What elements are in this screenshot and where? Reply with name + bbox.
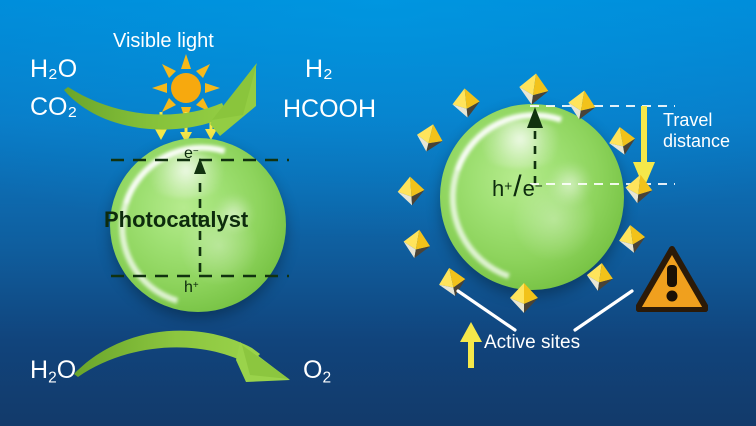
reactant-co2-label: CO₂ [30, 95, 77, 120]
nanoparticle-sphere [420, 83, 650, 313]
travel-distance-guides [530, 105, 675, 185]
top-reaction-arrow [64, 63, 257, 136]
product-hcooh-label: HCOOH [283, 97, 376, 122]
travel-distance-arrow [527, 107, 543, 184]
travel-distance-line2: distance [663, 130, 731, 151]
bottom-o2-sub: 2 [322, 369, 332, 387]
reactant-co2-main: CO₂ [30, 93, 78, 121]
nanoparticle-edge-shade [440, 104, 624, 290]
travel-distance-label: Travel distance [663, 110, 755, 151]
reactant-h2o-main: H₂O [30, 55, 78, 83]
active-sites-arrow [460, 322, 482, 368]
travel-distance-line1: Travel [663, 110, 713, 130]
hole-label: h+ [184, 280, 199, 296]
bottom-reactant-h2o-label: H2O [30, 358, 76, 386]
carrier-electron-symbol: e [522, 176, 535, 201]
hole-charge: + [192, 279, 199, 291]
bottom-h2o-tail: O [56, 356, 77, 384]
electron-label: e− [184, 146, 199, 162]
band-diagram-overlay [111, 158, 289, 278]
active-sites-leader-lines [456, 289, 634, 332]
bottom-product-o2-label: O2 [303, 358, 331, 386]
electron-charge: − [192, 145, 199, 157]
hole-symbol: h [184, 279, 193, 296]
carrier-hole-symbol: h [492, 176, 505, 201]
product-h2-label: H₂ [305, 57, 333, 82]
product-hcooh-main: HCOOH [283, 95, 377, 123]
photocatalyst-title: Photocatalyst [104, 207, 249, 232]
bottom-reaction-arrow [74, 330, 290, 382]
photocatalyst-sphere [90, 115, 312, 337]
bottom-h2o-main: H [30, 356, 49, 384]
visible-light-label: Visible light [113, 30, 214, 52]
carrier-divider: / [513, 170, 522, 203]
carrier-pair-label: h+/e− [492, 172, 543, 202]
sphere-inner-reflection [214, 194, 254, 234]
travel-distance-measure-arrow [633, 106, 655, 188]
active-sites-label: Active sites [484, 332, 581, 353]
electron-symbol: e [184, 145, 193, 162]
reactant-h2o-label: H₂O [30, 57, 77, 82]
product-h2-main: H₂ [305, 55, 333, 83]
warning-triangle-icon [636, 246, 708, 312]
diamond-ring [396, 71, 654, 313]
bottom-h2o-sub: 2 [48, 369, 57, 387]
bottom-o2-main: O [303, 356, 323, 384]
nanoparticle-gloss [472, 120, 568, 168]
carrier-hole-charge: + [504, 178, 513, 194]
carrier-electron-charge: − [534, 178, 543, 194]
